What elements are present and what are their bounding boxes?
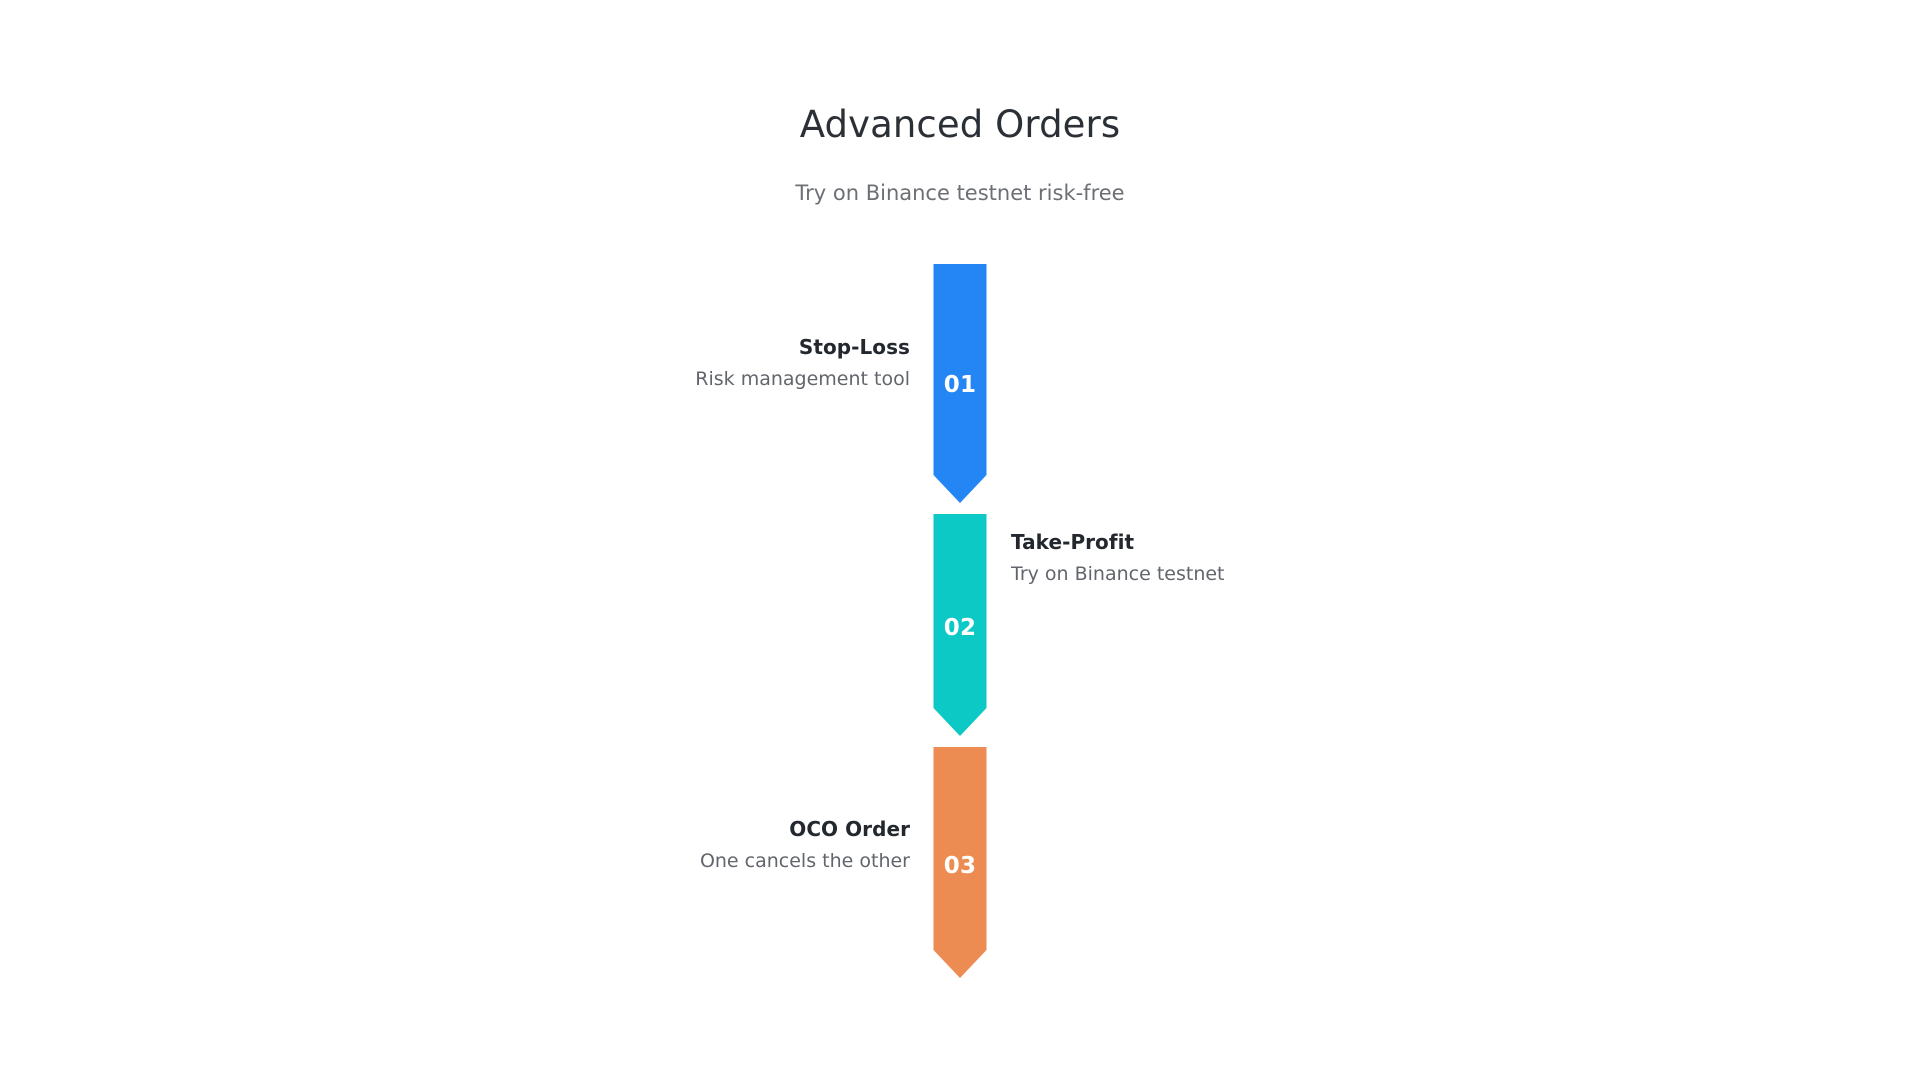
chevron-shape-01 — [933, 264, 987, 503]
funnel-stage-03[interactable]: 03 — [933, 747, 987, 978]
stage-description-03: One cancels the other — [699, 850, 910, 872]
stage-description-02: Try on Binance testnet — [1011, 563, 1225, 585]
header: Advanced Orders Try on Binance testnet r… — [0, 0, 1920, 207]
stage-title-02: Take-Profit — [1011, 530, 1135, 554]
stage-description-01: Risk management tool — [695, 368, 910, 390]
chevron-shape-03 — [933, 747, 987, 978]
stage-number-02: 02 — [943, 615, 977, 641]
stage-label-03: OCO Order One cancels the other — [620, 816, 910, 875]
chevron-shape-02 — [933, 514, 987, 736]
funnel-stage-02[interactable]: 02 — [933, 514, 987, 736]
stage-number-01: 01 — [943, 372, 977, 398]
stage-title-03: OCO Order — [789, 817, 910, 841]
stage-number-03: 03 — [943, 853, 977, 879]
page-title: Advanced Orders — [799, 103, 1121, 146]
funnel-stage-01[interactable]: 01 — [933, 264, 987, 503]
stage-title-01: Stop-Loss — [798, 335, 910, 359]
page-subtitle: Try on Binance testnet risk-free — [795, 181, 1125, 206]
stage-label-02: Take-Profit Try on Binance testnet — [1011, 529, 1301, 588]
stage-label-01: Stop-Loss Risk management tool — [620, 334, 910, 393]
